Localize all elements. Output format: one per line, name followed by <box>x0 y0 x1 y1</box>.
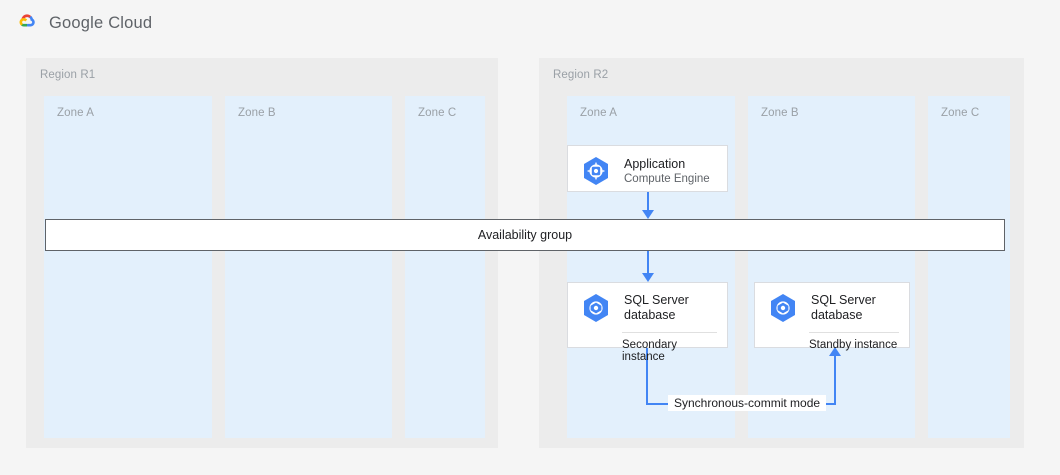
google-cloud-wordmark: Google Cloud <box>49 13 153 32</box>
node-sql-secondary-footer: Secondary instance <box>622 339 677 363</box>
arrow-availability-group-to-secondary <box>642 273 654 282</box>
node-application-title: Application <box>624 156 686 171</box>
connector-availability-group-to-secondary <box>647 251 649 275</box>
edge-label-synchronous-commit-mode: Synchronous-commit mode <box>668 395 827 411</box>
node-sql-secondary-body: SQL Server database <box>568 283 727 332</box>
node-sql-server-secondary[interactable]: SQL Server database Secondary instance <box>567 282 728 363</box>
node-sql-standby-title: SQL Server <box>811 293 876 307</box>
node-sql-secondary-title: SQL Server <box>624 293 689 307</box>
node-sql-standby-subtitle: database <box>811 308 863 322</box>
node-sql-server-standby[interactable]: SQL Server database Standby instance <box>754 282 910 351</box>
node-sql-secondary-subtitle: database <box>624 308 676 322</box>
node-application-subtitle: Compute Engine <box>624 172 710 185</box>
node-application-compute-engine[interactable]: Application Compute Engine <box>567 145 728 192</box>
google-cloud-logo-icon <box>14 10 40 36</box>
node-sql-secondary-divider <box>622 332 717 333</box>
node-sql-standby-divider <box>809 332 899 333</box>
availability-group-bar[interactable]: Availability group <box>45 219 1005 251</box>
zone-r1-b: Zone B <box>225 96 392 438</box>
node-application-texts: Application Compute Engine <box>624 157 710 186</box>
zone-r1-a-label: Zone A <box>57 107 95 119</box>
zone-r1-b-label: Zone B <box>238 107 276 119</box>
node-sql-standby-footer: Standby instance <box>809 339 898 351</box>
node-sql-standby-body: SQL Server database <box>755 283 909 332</box>
availability-group-label: Availability group <box>477 228 573 242</box>
zone-r2-b: Zone B <box>748 96 915 438</box>
region-r2-label: Region R2 <box>553 69 609 81</box>
sql-server-database-icon <box>767 292 799 324</box>
arrow-app-to-availability-group <box>642 210 654 219</box>
app-header: Google Cloud <box>0 0 1060 46</box>
node-sql-standby-texts: SQL Server database <box>811 293 876 323</box>
region-r1-label: Region R1 <box>40 69 96 81</box>
compute-engine-icon <box>580 155 612 187</box>
connector-secondary-down <box>646 348 648 405</box>
zone-r1-c: Zone C <box>405 96 485 438</box>
zone-r2-c-label: Zone C <box>941 107 980 119</box>
zone-r2-b-label: Zone B <box>761 107 799 119</box>
arrow-sync-to-standby <box>829 347 841 356</box>
node-application-body: Application Compute Engine <box>568 146 727 195</box>
zone-r1-a: Zone A <box>44 96 212 438</box>
sql-server-database-icon <box>580 292 612 324</box>
connector-app-to-availability-group <box>647 192 649 212</box>
zone-r1-c-label: Zone C <box>418 107 457 119</box>
zone-r2-c: Zone C <box>928 96 1010 438</box>
zone-r2-a-label: Zone A <box>580 107 618 119</box>
node-sql-secondary-texts: SQL Server database <box>624 293 689 323</box>
connector-standby-up <box>834 355 836 405</box>
